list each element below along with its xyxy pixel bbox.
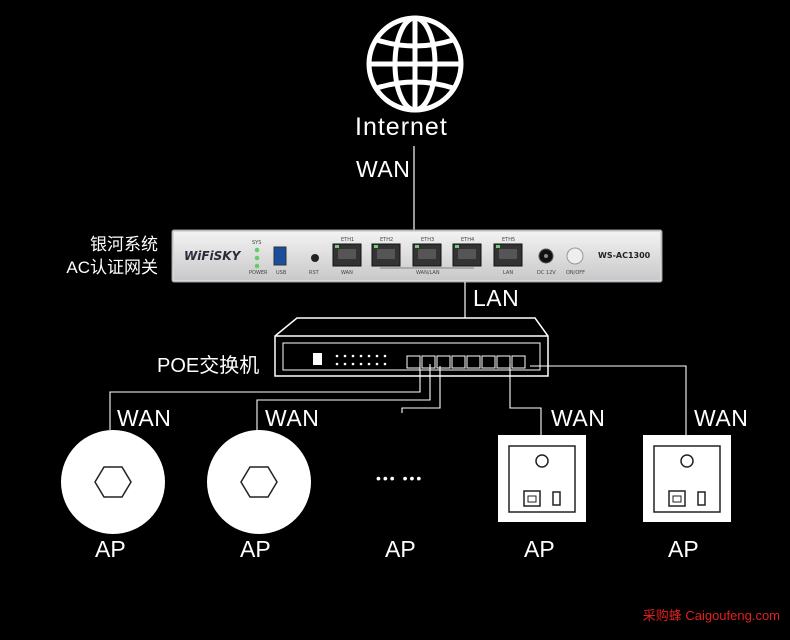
label-power: POWER <box>249 270 268 276</box>
controller-logo: WiFiSKY <box>184 249 241 263</box>
ceiling-ap-2 <box>207 430 311 534</box>
ap4-label: AP <box>524 536 555 562</box>
ap4-wan-label: WAN <box>551 405 606 431</box>
label-usb: USB <box>276 270 287 276</box>
ap5-wan-label: WAN <box>694 405 749 431</box>
reset-button <box>311 254 319 262</box>
controller-title-line2: AC认证网关 <box>66 258 158 277</box>
eth-ports <box>332 243 523 269</box>
port-label-eth2: ETH2 <box>380 237 394 243</box>
port-label-eth3: ETH3 <box>421 237 435 243</box>
lan-label: LAN <box>473 285 520 311</box>
ac-controller <box>171 229 663 283</box>
ap1-label: AP <box>95 536 126 562</box>
label-rst: RST <box>309 270 319 276</box>
label-lan: LAN <box>503 270 514 276</box>
ap2-label: AP <box>240 536 271 562</box>
label-sys: SYS <box>252 240 262 246</box>
usb-port <box>273 246 287 266</box>
power-led <box>254 263 260 269</box>
watermark: 采购蜂 Caigoufeng.com <box>642 608 780 623</box>
power-switch <box>566 247 584 265</box>
ap5-label: AP <box>668 536 699 562</box>
wan-label-top: WAN <box>356 156 411 182</box>
globe-icon <box>366 15 464 113</box>
sys-led <box>254 247 260 253</box>
ceiling-ap-1 <box>61 430 165 534</box>
wires-switch-aps <box>109 362 687 436</box>
ap1-wan-label: WAN <box>117 405 172 431</box>
label-wan: WAN <box>341 270 353 276</box>
port-label-eth5: ETH5 <box>502 237 516 243</box>
ap2-wan-label: WAN <box>265 405 320 431</box>
switch-label: POE交换机 <box>157 355 260 377</box>
label-wanlan: WAN/LAN <box>416 270 440 276</box>
controller-model: WS-AC1300 <box>598 251 651 260</box>
panel-ap-2 <box>643 435 731 522</box>
internet-label: Internet <box>355 113 448 141</box>
panel-ap-1 <box>498 435 586 522</box>
controller-title: 银河系统 AC认证网关 <box>40 233 158 279</box>
ap3-label: AP <box>385 536 416 562</box>
controller-title-line1: 银河系统 <box>90 235 158 254</box>
port-label-eth1: ETH1 <box>341 237 355 243</box>
poe-switch <box>274 317 549 377</box>
port-label-eth4: ETH4 <box>461 237 475 243</box>
more-ap-dots: ••• ••• <box>376 470 424 486</box>
label-onoff: ON/OFF <box>566 270 586 276</box>
label-dc: DC 12V <box>537 270 556 276</box>
